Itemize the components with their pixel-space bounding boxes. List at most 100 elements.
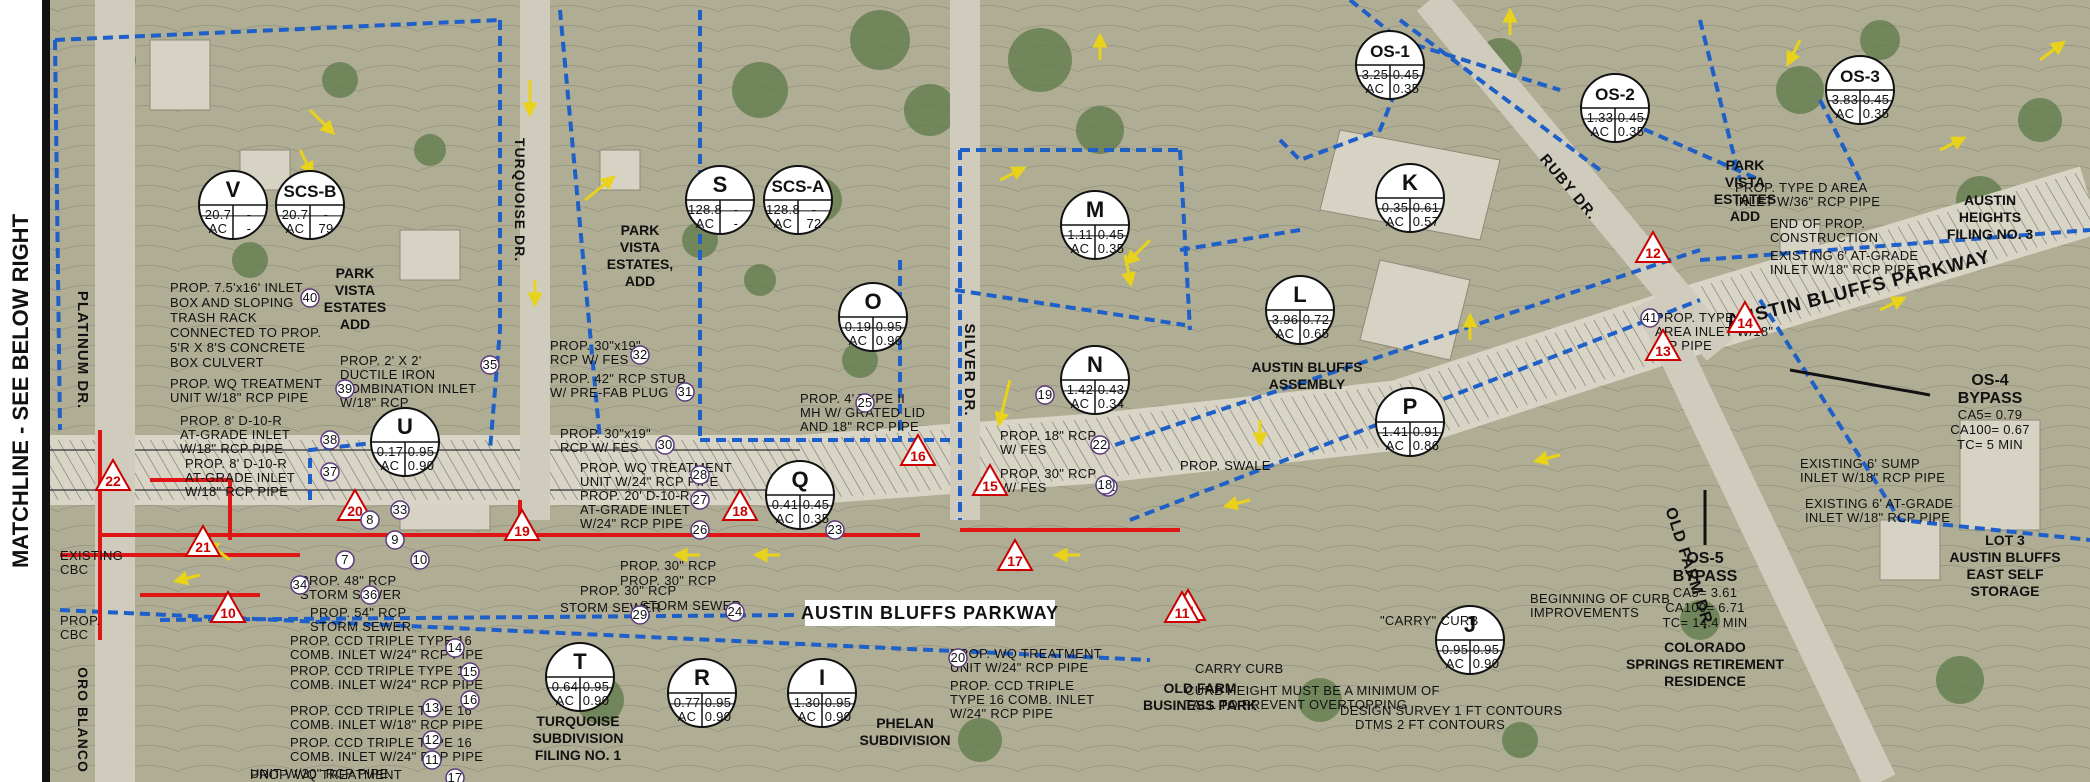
basin-c5: 0.95 — [1473, 642, 1500, 657]
svg-text:37: 37 — [322, 464, 337, 479]
callout-text: PROP. 8' D-10-R — [185, 456, 287, 471]
basin-area: 0.77 — [674, 695, 701, 710]
svg-text:SUBDIVISION: SUBDIVISION — [859, 732, 950, 748]
basin-c100: 0.86 — [1413, 438, 1440, 453]
svg-text:AUSTIN: AUSTIN — [1964, 192, 2016, 208]
road-label-platinum-dr: PLATINUM DR. — [74, 291, 91, 409]
basin-id: SCS-B — [284, 182, 337, 201]
svg-text:EAST SELF: EAST SELF — [1966, 566, 2043, 582]
callout-text: PROP. WQ TREATMENT — [250, 767, 402, 782]
callout-text: PROP. 30"x19" — [550, 338, 641, 353]
node-number: 19 — [1035, 385, 1055, 405]
callout-text: PROP. 42" RCP STUB — [550, 371, 686, 386]
basin-area-unit: AC — [556, 693, 575, 708]
svg-text:TC= 14.4 MIN: TC= 14.4 MIN — [1663, 615, 1748, 630]
callout-text: CONSTRUCTION — [1770, 230, 1878, 245]
node-number: 25 — [855, 393, 875, 413]
node-number: 9 — [385, 530, 405, 550]
basin-id: V — [226, 177, 241, 202]
svg-text:ADD: ADD — [625, 273, 655, 289]
svg-text:14: 14 — [447, 640, 462, 655]
svg-text:19: 19 — [1037, 387, 1052, 402]
svg-text:29: 29 — [632, 607, 647, 622]
callout-text: STORM SEWER — [300, 587, 401, 602]
callout-text: COMBINATION INLET — [340, 381, 476, 396]
basin-c100: 0.90 — [876, 333, 903, 348]
svg-text:PARK: PARK — [1726, 157, 1765, 173]
callout-text: INLET W/18" RCP PIPE — [1800, 470, 1945, 485]
svg-text:36: 36 — [362, 587, 377, 602]
svg-text:PARK: PARK — [336, 265, 375, 281]
basin-area-unit: AC — [1836, 106, 1855, 121]
svg-text:OLD FARM: OLD FARM — [1163, 680, 1236, 696]
callout-text: TYPE 16 COMB. INLET — [950, 692, 1094, 707]
note-left-line: 5'R X 8'S CONCRETE — [170, 340, 305, 355]
basin-id: U — [397, 414, 413, 439]
svg-text:23: 23 — [827, 522, 842, 537]
node-number: 29 — [630, 605, 650, 625]
callout-text: PROP. WQ TREATMENT — [170, 376, 322, 391]
matchline-label: MATCHLINE - SEE BELOW RIGHT — [8, 213, 33, 568]
svg-text:RESIDENCE: RESIDENCE — [1664, 673, 1746, 689]
callout-text: UNIT W/30" RCP PIPE — [250, 766, 388, 781]
node-number: 14 — [445, 638, 465, 658]
bypass-os-4: OS-4 BYPASS CA5= 0.79 CA100= 0.67 TC= 5 … — [1789, 368, 2029, 452]
node-number: 35 — [480, 355, 500, 375]
svg-text:12: 12 — [424, 732, 439, 747]
node-number: 15 — [460, 662, 480, 682]
node-number: 20 — [948, 648, 968, 668]
basin-c100: 72 — [806, 216, 821, 231]
callout-text: INLET W/18" RCP PIPE — [1770, 262, 1915, 277]
callout-text: CARRY CURB — [1195, 661, 1283, 676]
callout-text: PROP. CCD TRIPLE TYPE 16 — [290, 633, 472, 648]
svg-text:12: 12 — [1645, 245, 1661, 261]
basin-c100: 0.57 — [1413, 214, 1440, 229]
basin-c5: 0.95 — [876, 319, 903, 334]
basin-area-unit: AC — [1386, 438, 1405, 453]
basin-c5: 0.43 — [1098, 382, 1125, 397]
svg-text:15: 15 — [462, 664, 477, 679]
road-label-austin-bluffs-pkwy: AUSTIN BLUFFS PARKWAY — [801, 603, 1059, 623]
callout-text: RCP W/ FES — [560, 440, 639, 455]
svg-text:ESTATES: ESTATES — [324, 299, 387, 315]
basin-area-unit: AC — [1366, 81, 1385, 96]
callout-text: PROP. CCD TRIPLE — [950, 678, 1074, 693]
road-label-silver-dr: SILVER DR. — [961, 323, 978, 416]
basin-area: 20.7 — [205, 207, 232, 222]
basin-c100: 0.34 — [1098, 396, 1125, 411]
svg-text:20: 20 — [347, 503, 363, 519]
basin-area: 0.35 — [1382, 200, 1409, 215]
svg-text:15: 15 — [982, 478, 998, 494]
callout-text: W/18" RCP PIPE — [180, 441, 283, 456]
design-point-22: 22 — [94, 457, 132, 491]
callout-text: PROP. 2' X 2' — [340, 353, 422, 368]
basin-id: I — [819, 665, 825, 690]
svg-text:16: 16 — [910, 448, 926, 464]
basin-area: 3.25 — [1362, 67, 1389, 82]
design-point-16: 16 — [899, 432, 937, 466]
svg-text:LOT 3: LOT 3 — [1985, 532, 2025, 548]
road-label-oro-blanco: ORO BLANCO — [75, 667, 91, 773]
node-number: 8 — [360, 510, 380, 530]
node-number: 41 — [1640, 308, 1660, 328]
bypass-os-5: OS-5 BYPASS CA5= 3.61 CA100= 6.71 TC= 14… — [1663, 490, 1748, 630]
basin-area-unit: AC — [1386, 214, 1405, 229]
callout-text: PROP. 20' D-10-R — [580, 488, 690, 503]
callout-text: COMB. INLET W/18" RCP PIPE — [290, 717, 483, 732]
svg-text:38: 38 — [322, 432, 337, 447]
node-number: 18 — [1095, 475, 1115, 495]
